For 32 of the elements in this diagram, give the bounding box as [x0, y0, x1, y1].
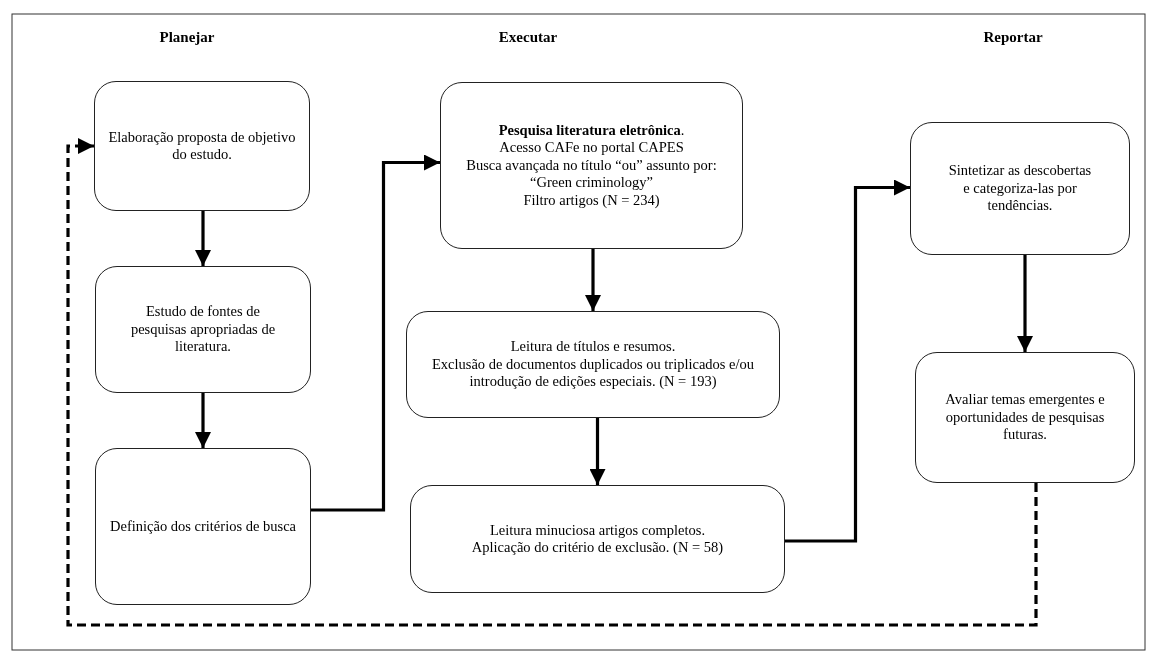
arrow [311, 154, 440, 512]
column-heading: Executar [498, 29, 558, 46]
box-text: Definição dos critérios de busca [110, 517, 296, 536]
process-box [410, 485, 785, 593]
box-text: Aplicação do critério de exclusão. (N = 58) [471, 539, 724, 557]
box-text: Leitura minuciosa artigos completos. [490, 521, 705, 539]
arrow [785, 179, 910, 543]
process-box [95, 448, 311, 605]
dashed-arrow [66, 138, 1038, 627]
process-box [440, 82, 743, 249]
box-text: Sintetizar as descobertas e categoriza-las por tendências. [947, 162, 1093, 215]
process-box [910, 122, 1130, 255]
process-box [915, 352, 1135, 483]
box-text: Avaliar temas emergentes e oportunidades de pesquisas futuras. [944, 391, 1106, 444]
arrow [195, 211, 211, 266]
arrow [195, 393, 211, 448]
process-box [94, 81, 310, 211]
box-text: Elaboração proposta de objetivo do estudo. [107, 128, 297, 164]
arrow [589, 418, 606, 485]
column-heading: Reportar [983, 29, 1043, 46]
process-box [95, 266, 311, 393]
arrow [1017, 255, 1033, 352]
arrow [585, 249, 601, 311]
column-heading: Planejar [159, 29, 215, 46]
box-text: Leitura de títulos e resumos. [510, 338, 676, 356]
box-text: Exclusão de documentos duplicados ou triplicados e/ou introdução de edições especiais. (N = 193) [430, 355, 756, 391]
process-box [406, 311, 780, 418]
box-text: Busca avançada no título “ou” assunto por: “Green criminology” [465, 156, 718, 192]
box-text: Filtro artigos (N = 234) [523, 191, 660, 209]
box-text: Acesso CAFe no portal CAPES [499, 139, 684, 157]
box-text: Pesquisa literatura eletrônica. [498, 122, 685, 140]
box-text: Estudo de fontes de pesquisas apropriadas de literatura. [129, 303, 277, 356]
